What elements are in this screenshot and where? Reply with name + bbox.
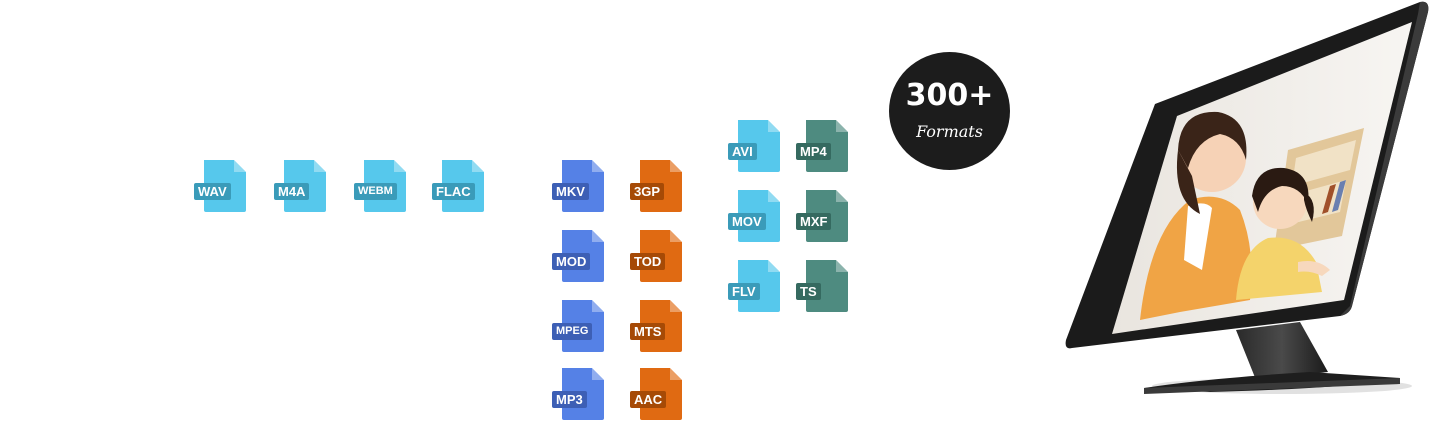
file-icon-mp3: MP3 xyxy=(552,368,606,420)
format-label: MPEG xyxy=(552,323,593,340)
format-label: MP3 xyxy=(552,391,587,408)
format-label: MKV xyxy=(552,183,589,200)
format-label: FLV xyxy=(728,283,760,300)
file-icon-m4a: M4A xyxy=(274,160,328,212)
formats-count: 300+ xyxy=(905,78,994,113)
file-icon-avi: AVI xyxy=(728,120,782,172)
format-label: MOD xyxy=(552,253,591,270)
format-label: 3GP xyxy=(630,183,665,200)
format-label: MXF xyxy=(796,213,832,230)
format-label: MTS xyxy=(630,323,666,340)
file-icon-webm: WEBM xyxy=(354,160,408,212)
file-icon-3gp: 3GP xyxy=(630,160,684,212)
file-icon-mkv: MKV xyxy=(552,160,606,212)
format-label: TS xyxy=(796,283,821,300)
format-label: MP4 xyxy=(796,143,831,160)
file-icon-mod: MOD xyxy=(552,230,606,282)
format-label: AVI xyxy=(728,143,757,160)
format-label: TOD xyxy=(630,253,666,270)
format-label: AAC xyxy=(630,391,667,408)
file-icon-flac: FLAC xyxy=(432,160,486,212)
format-label: WEBM xyxy=(354,183,397,200)
monitor-illustration xyxy=(1065,1,1429,394)
file-icon-tod: TOD xyxy=(630,230,684,282)
monitor-icon xyxy=(1060,0,1430,419)
file-icon-mxf: MXF xyxy=(796,190,850,242)
file-icon-mts: MTS xyxy=(630,300,684,352)
file-icon-flv: FLV xyxy=(728,260,782,312)
file-icon-wav: WAV xyxy=(194,160,248,212)
formats-caption: Formats xyxy=(916,122,983,141)
formats-count-badge: 300+ Formats xyxy=(889,52,1010,170)
format-label: FLAC xyxy=(432,183,475,200)
file-icon-mp4: MP4 xyxy=(796,120,850,172)
file-icon-mpeg: MPEG xyxy=(552,300,606,352)
file-icon-mov: MOV xyxy=(728,190,782,242)
format-label: M4A xyxy=(274,183,310,200)
format-label: MOV xyxy=(728,213,766,230)
format-label: WAV xyxy=(194,183,231,200)
file-icon-ts: TS xyxy=(796,260,850,312)
file-icon-aac: AAC xyxy=(630,368,684,420)
